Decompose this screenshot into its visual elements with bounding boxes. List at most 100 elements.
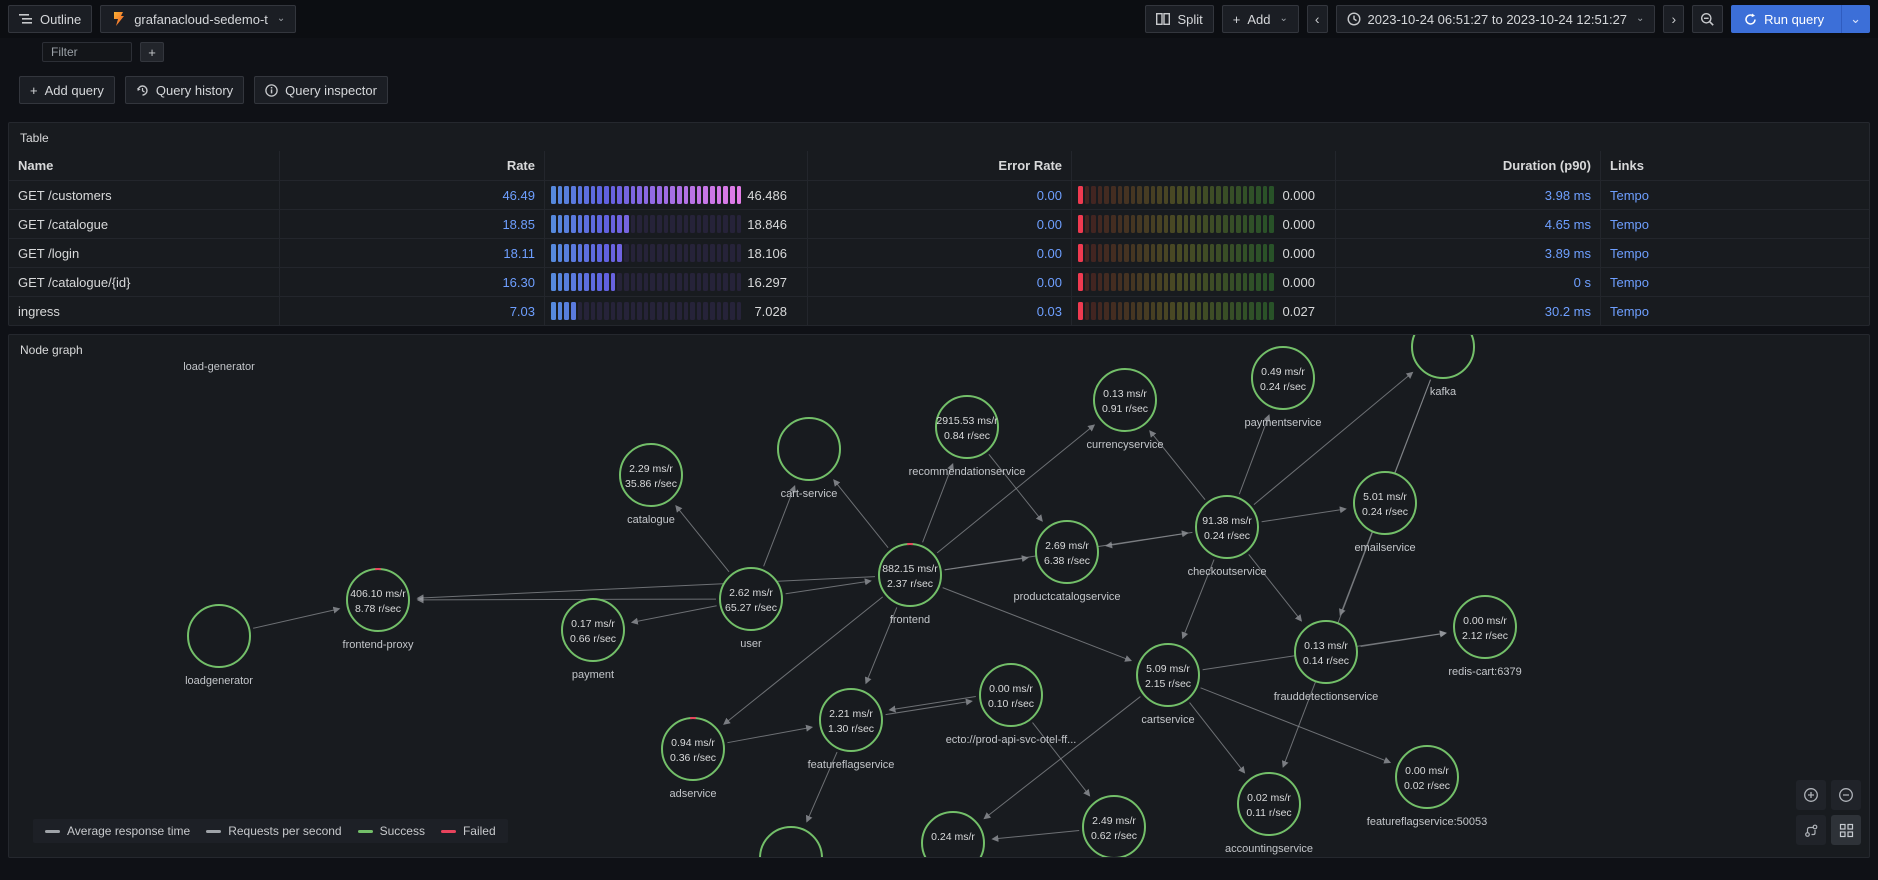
grid-layout-button[interactable]: [1831, 815, 1861, 845]
error-rate-link[interactable]: 0.00: [1036, 187, 1062, 203]
tempo-link[interactable]: Tempo: [1610, 216, 1650, 232]
links-cell: Tempo: [1600, 268, 1869, 297]
error-gauge-cell: 0.000: [1071, 210, 1335, 239]
node-stat-secondary: 0.02 r/sec: [1404, 780, 1450, 792]
error-rate-link[interactable]: 0.00: [1036, 245, 1062, 261]
failed-arc-icon: [346, 568, 410, 632]
error-rate-link[interactable]: 0.00: [1036, 274, 1062, 290]
hierarchy-layout-button[interactable]: [1796, 815, 1826, 845]
node-label: frontend: [890, 614, 930, 626]
add-button[interactable]: + Add ⌄: [1221, 5, 1299, 33]
graph-node-kafka[interactable]: kafka: [1411, 335, 1475, 398]
tempo-link[interactable]: Tempo: [1610, 303, 1650, 319]
rate-link[interactable]: 16.30: [502, 274, 535, 290]
graph-node-recommendationservice[interactable]: 2915.53 ms/r0.84 r/secrecommendationserv…: [909, 395, 1026, 478]
column-header-name[interactable]: Name: [9, 151, 279, 181]
graph-node-featureflagservice:50053[interactable]: 0.00 ms/r0.02 r/secfeatureflagservice:50…: [1367, 745, 1487, 828]
info-icon: [265, 83, 278, 97]
rate-link[interactable]: 46.49: [502, 187, 535, 203]
time-shift-forward-button[interactable]: ›: [1663, 5, 1685, 33]
duration-link[interactable]: 30.2 ms: [1544, 303, 1591, 319]
zoom-in-button[interactable]: [1796, 780, 1826, 810]
duration-link[interactable]: 3.98 ms: [1544, 187, 1591, 203]
rate-value: 7.028: [754, 303, 787, 319]
tempo-link[interactable]: Tempo: [1610, 187, 1650, 203]
node-label: loadgenerator: [185, 675, 253, 687]
duration-link[interactable]: 0 s: [1573, 274, 1591, 290]
node-stat-primary: 0.94 ms/r: [671, 737, 715, 749]
time-shift-back-button[interactable]: ‹: [1306, 5, 1328, 33]
edge-frauddetectionservice-to-redis-cart:6379: [1360, 630, 1447, 648]
edge-checkoutservice-to-paymentservice: [1238, 414, 1271, 495]
legend-label: Success: [379, 824, 425, 838]
duration-link[interactable]: 4.65 ms: [1544, 216, 1591, 232]
run-query-button[interactable]: Run query ⌄: [1731, 5, 1870, 33]
graph-node-loadgenerator[interactable]: loadgenerator: [185, 604, 253, 687]
rate-link[interactable]: 7.03: [509, 303, 535, 319]
graph-node-svc-249[interactable]: 2.49 ms/r0.62 r/sec: [1082, 795, 1146, 857]
legend-item: Failed: [440, 824, 496, 838]
query-history-button[interactable]: Query history: [124, 76, 245, 104]
edge-svc-249-to-svc-024: [991, 829, 1080, 842]
node-stat-secondary: 0.66 r/sec: [570, 633, 616, 645]
column-header-error-rate[interactable]: Error Rate: [807, 151, 1071, 181]
node-label: user: [740, 638, 762, 650]
graph-node-cart-service[interactable]: cart-service: [777, 417, 841, 500]
rate-link[interactable]: 18.11: [503, 245, 535, 261]
column-header-rate[interactable]: Rate: [279, 151, 544, 181]
add-query-button[interactable]: + Add query: [19, 76, 115, 104]
rate-value: 18.106: [747, 245, 787, 261]
tempo-link[interactable]: Tempo: [1610, 274, 1650, 290]
error-rate-link[interactable]: 0.00: [1036, 216, 1062, 232]
query-inspector-button[interactable]: Query inspector: [254, 76, 388, 104]
zoom-out-button[interactable]: [1831, 780, 1861, 810]
edge-frontend-to-currencyservice: [936, 424, 1096, 554]
filter-input[interactable]: Filter: [42, 42, 132, 62]
links-cell: Tempo: [1600, 210, 1869, 239]
tempo-link[interactable]: Tempo: [1610, 245, 1650, 261]
graph-node-svc-024[interactable]: 0.24 ms/r: [921, 811, 985, 857]
add-filter-button[interactable]: +: [140, 42, 164, 62]
datasource-picker[interactable]: grafanacloud-sedemo-t ⌄: [100, 5, 297, 33]
time-range-picker[interactable]: 2023-10-24 06:51:27 to 2023-10-24 12:51:…: [1335, 5, 1656, 33]
node-stat-primary: 0.13 ms/r: [1304, 640, 1348, 652]
rate-link[interactable]: 18.85: [502, 216, 535, 232]
duration-cell: 3.98 ms: [1335, 181, 1600, 210]
explore-toolbar: Outline grafanacloud-sedemo-t ⌄ Split + …: [0, 0, 1878, 38]
graph-node-ecto[interactable]: 0.00 ms/r0.10 r/sececto://prod-api-svc-o…: [946, 663, 1077, 746]
failed-arc-icon: [661, 717, 725, 781]
column-header-links[interactable]: Links: [1600, 151, 1869, 181]
error-rate-link[interactable]: 0.03: [1036, 303, 1062, 319]
time-zoom-out-button[interactable]: [1692, 5, 1724, 33]
run-query-dropdown[interactable]: ⌄: [1841, 5, 1869, 33]
edge-frontend-to-adservice: [723, 596, 884, 725]
outline-button[interactable]: Outline: [8, 5, 93, 33]
graph-node-partial-node[interactable]: [759, 826, 823, 857]
duration-cell: 3.89 ms: [1335, 239, 1600, 268]
column-header-duration[interactable]: Duration (p90): [1335, 151, 1600, 181]
edge-cartservice-to-svc-024: [983, 696, 1141, 820]
legend-swatch-icon: [45, 829, 60, 833]
split-button[interactable]: Split: [1145, 5, 1214, 33]
run-query-main[interactable]: Run query: [1744, 12, 1834, 27]
error-value: 0.000: [1282, 245, 1315, 261]
duration-link[interactable]: 3.89 ms: [1544, 245, 1591, 261]
